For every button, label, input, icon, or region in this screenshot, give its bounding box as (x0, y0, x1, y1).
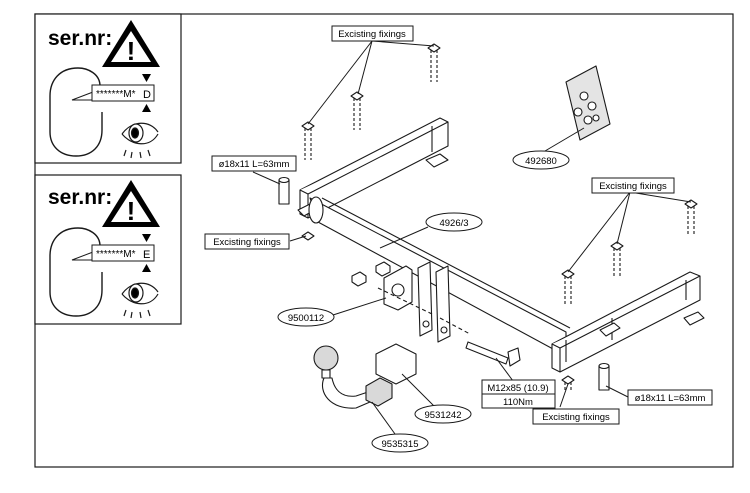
fixing-studs (304, 50, 695, 392)
svg-text:9531242: 9531242 (425, 410, 462, 421)
svg-text:!: ! (127, 196, 136, 226)
serial-code-text: *******M* (96, 249, 136, 260)
svg-text:ø18x11 L=63mm: ø18x11 L=63mm (635, 393, 706, 404)
callout-fixings-left: Excisting fixings (204, 233, 290, 250)
callout-part-bar: 4926/3 (425, 212, 483, 232)
bracket (383, 261, 451, 343)
serial-code-letter: D (143, 89, 151, 101)
callout-part-plate: 492680 (512, 150, 570, 170)
svg-text:9535315: 9535315 (382, 439, 419, 450)
serial-label: ser.nr: (48, 186, 112, 209)
svg-text:Excisting fixings: Excisting fixings (338, 29, 406, 40)
marker-arrow-icon (142, 74, 151, 82)
serial-code-box (91, 84, 155, 102)
bolt-m12 (465, 341, 521, 367)
nuts (351, 261, 391, 287)
svg-text:!: ! (127, 36, 136, 66)
spacer-left (278, 176, 290, 205)
svg-text:4926/3: 4926/3 (439, 218, 468, 229)
connector-plate (565, 65, 611, 141)
serial-code-box (91, 244, 155, 262)
bolt-spec: M12x85 (10.9) (487, 383, 548, 394)
tow-bar-drawing (278, 43, 705, 409)
serial-panel-d: ser.nr: ! *******M* D (34, 13, 182, 164)
svg-text:Excisting fixings: Excisting fixings (599, 181, 667, 192)
left-side-rail (297, 117, 449, 219)
callout-part-ball: 9535315 (371, 433, 429, 453)
serial-panel-e: ser.nr: ! *******M* E (34, 174, 182, 325)
svg-text:Excisting fixings: Excisting fixings (213, 237, 281, 248)
warning-triangle-icon: ! (102, 20, 160, 67)
bolt-torque: 110Nm (503, 397, 533, 408)
callout-spacer-left: ø18x11 L=63mm (211, 155, 297, 172)
serial-label: ser.nr: (48, 27, 112, 50)
callout-fixings-right: Excisting fixings (591, 177, 675, 194)
svg-text:Excisting fixings: Excisting fixings (542, 412, 610, 423)
plate-outline (49, 227, 103, 317)
svg-text:ø18x11 L=63mm: ø18x11 L=63mm (219, 159, 290, 170)
spacer-right (598, 362, 610, 391)
serial-code-text: *******M* (96, 89, 136, 100)
callout-spacer-right: ø18x11 L=63mm (627, 389, 713, 406)
callout-bolt: M12x85 (10.9) 110Nm (481, 379, 556, 409)
warning-triangle-icon: ! (102, 180, 160, 227)
leader-lines (252, 40, 692, 435)
svg-text:492680: 492680 (525, 156, 557, 167)
callout-part-module: 9531242 (414, 404, 472, 424)
plate-outline (49, 67, 103, 157)
marker-arrow-icon (142, 234, 151, 242)
serial-code-letter: E (143, 249, 150, 261)
right-side-rail (551, 271, 705, 373)
callout-part-bracket: 9500112 (277, 307, 335, 327)
eye-icon (121, 282, 159, 319)
svg-text:9500112: 9500112 (288, 313, 324, 324)
electric-module (365, 343, 417, 407)
callout-fixings-top: Excisting fixings (331, 25, 414, 42)
callout-fixings-bottom: Excisting fixings (532, 408, 620, 425)
eye-icon (121, 122, 159, 159)
